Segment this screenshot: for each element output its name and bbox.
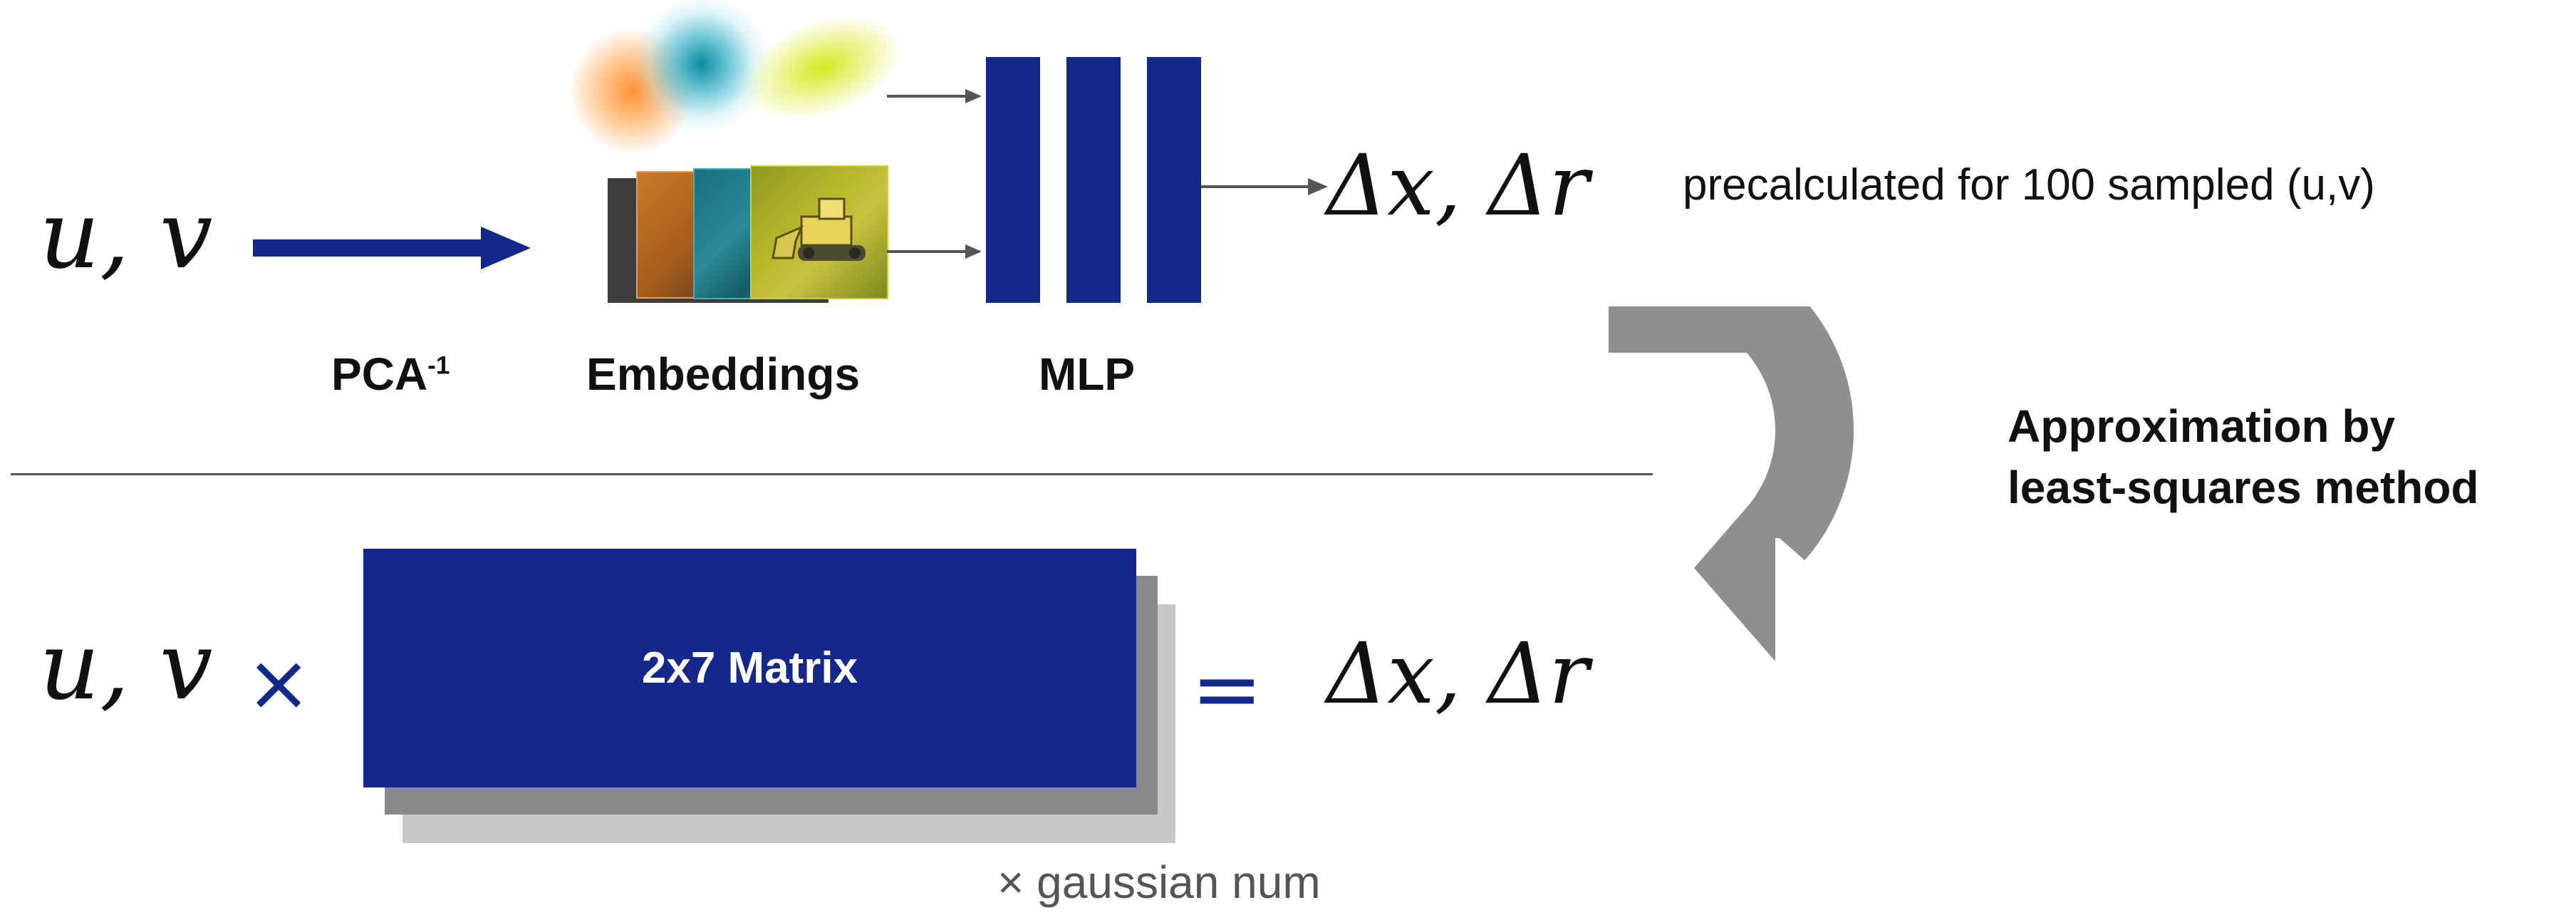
bottom-output-dxdr: Δx, Δr	[1326, 624, 1589, 723]
mlp-layer-1	[986, 57, 1040, 303]
pca-label-text: PCA	[331, 348, 428, 400]
mlp-label: MLP	[1039, 348, 1136, 400]
mlp-layer-3	[1147, 57, 1201, 303]
mlp-output-arrow	[1201, 178, 1328, 195]
embeddings-label: Embeddings	[586, 348, 861, 400]
matrix-2x7: 2x7 Matrix	[363, 549, 1136, 787]
pca-arrow	[253, 227, 531, 269]
pca-label: PCA-1	[331, 346, 450, 403]
section-divider	[11, 473, 1653, 475]
approximation-line-2: least-squares method	[2008, 462, 2479, 513]
approximation-line-1: Approximation by	[2008, 400, 2396, 452]
precalc-note: precalculated for 100 sampled (u,v)	[1683, 160, 2375, 210]
equals-symbol: =	[1191, 640, 1263, 739]
embedding-panel-yellow	[750, 165, 888, 299]
top-input-uv: u, v	[39, 180, 213, 290]
image-to-mlp-arrow	[887, 244, 982, 259]
matrix-label: 2x7 Matrix	[641, 643, 858, 693]
pca-superscript: -1	[427, 351, 450, 380]
approximation-title: Approximation by least-squares method	[2008, 396, 2479, 518]
bulldozer-icon	[772, 197, 866, 261]
gaussian-num-note: × gaussian num	[997, 857, 1321, 908]
approximation-arrow	[1609, 306, 1854, 661]
mlp-layer-2	[1066, 57, 1121, 303]
embedding-blob-teal	[634, 0, 769, 132]
top-output-dxdr: Δx, Δr	[1326, 136, 1589, 234]
times-symbol: ×	[246, 637, 312, 728]
embedding-blob-yellow	[729, 0, 916, 140]
bottom-input-uv: u, v	[39, 611, 213, 721]
blob-to-mlp-arrow	[887, 89, 982, 103]
